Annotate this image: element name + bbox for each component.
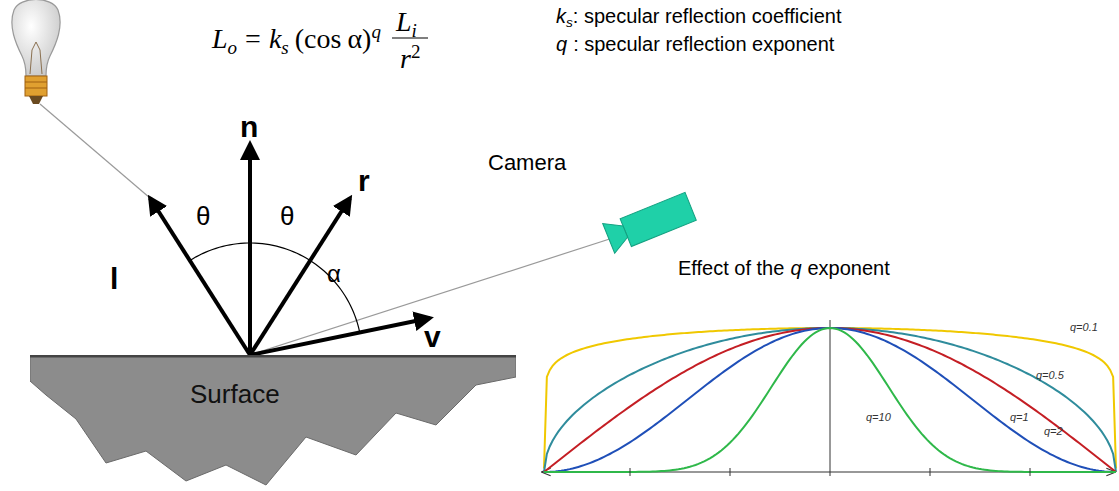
legend-text-group: ks: specular reflection coefficient bbox=[556, 6, 841, 30]
chart-title: exponent bbox=[808, 257, 890, 279]
vector-label: r bbox=[358, 164, 370, 197]
legend-text: s bbox=[566, 15, 573, 30]
curve-label: q=0.5 bbox=[1036, 369, 1064, 381]
legend-text: : specular reflection coefficient bbox=[573, 5, 842, 27]
vector-label-group: l bbox=[110, 264, 118, 294]
angle-label: θ bbox=[196, 201, 210, 231]
vector-arrows bbox=[150, 144, 430, 355]
formula: L bbox=[212, 23, 228, 54]
curve-label: q=10 bbox=[866, 411, 891, 423]
surface-edge bbox=[30, 355, 516, 358]
chart-title: Effect of the bbox=[678, 257, 784, 279]
chart-title-group: Effect of the q exponent bbox=[678, 258, 890, 278]
surface-block: Surface bbox=[30, 355, 516, 489]
angle-label-group: θ bbox=[280, 203, 294, 229]
formula: o bbox=[228, 37, 238, 58]
exponent-chart bbox=[542, 320, 1116, 476]
vector-label: n bbox=[240, 110, 258, 143]
vector-label-group: v bbox=[424, 322, 441, 352]
vector-label-group: r bbox=[358, 166, 370, 196]
formula: r bbox=[400, 43, 411, 74]
response-curve bbox=[544, 328, 1116, 472]
formula-group: Li bbox=[396, 8, 417, 40]
curve-label-group: q=1 bbox=[1010, 412, 1029, 423]
light-bulb bbox=[12, 0, 60, 104]
fraction-bar bbox=[392, 37, 428, 38]
surface-shape bbox=[30, 355, 516, 489]
vector-label-group: n bbox=[240, 112, 258, 142]
angle-label-group: α bbox=[327, 262, 341, 286]
response-curve bbox=[544, 328, 1116, 472]
formula: L bbox=[396, 6, 412, 37]
formula: 2 bbox=[411, 41, 421, 62]
formula: s bbox=[281, 37, 288, 58]
formula: i bbox=[412, 20, 417, 41]
formula: k bbox=[269, 23, 281, 54]
angle-label: α bbox=[327, 260, 341, 287]
axis-tick bbox=[630, 468, 631, 476]
camera-label: Camera bbox=[488, 150, 566, 175]
formula: (cos bbox=[295, 23, 342, 54]
legend-text: : specular reflection exponent bbox=[573, 33, 834, 55]
curve-label: q=1 bbox=[1010, 411, 1029, 423]
curve-label-group: q=0.5 bbox=[1036, 370, 1064, 381]
response-curve bbox=[544, 328, 1116, 472]
formula: = bbox=[245, 23, 261, 54]
formula: q bbox=[371, 21, 381, 42]
formula-group: Lo = ks (cosα)q bbox=[212, 22, 381, 57]
curve-label-group: q=0.1 bbox=[1070, 322, 1098, 333]
axis-tick bbox=[730, 468, 731, 476]
curve-label: q=2 bbox=[1044, 425, 1063, 437]
camera-icon bbox=[603, 191, 697, 254]
vector-label: v bbox=[424, 320, 441, 353]
curve-label-group: q=2 bbox=[1044, 426, 1063, 437]
surface-fill bbox=[30, 355, 516, 485]
legend-text: k bbox=[556, 5, 566, 27]
axis-tick bbox=[1030, 468, 1031, 476]
legend-text-group: q : specular reflection exponent bbox=[556, 34, 834, 54]
formula: α) bbox=[347, 23, 371, 54]
curve-label-group: q=10 bbox=[866, 412, 891, 423]
vector-label: l bbox=[110, 262, 118, 295]
view-ray bbox=[250, 235, 622, 355]
angle-label: θ bbox=[280, 201, 294, 231]
response-curve bbox=[544, 328, 1116, 472]
angle-label-group: θ bbox=[196, 203, 210, 229]
axis-tick bbox=[930, 468, 931, 476]
formula-group: r2 bbox=[400, 42, 420, 73]
chart-title: q bbox=[790, 257, 801, 279]
curve-label: q=0.1 bbox=[1070, 321, 1098, 333]
camera-label-group: Camera bbox=[488, 152, 566, 174]
light-ray bbox=[40, 104, 150, 198]
surface-label: Surface bbox=[190, 381, 280, 407]
legend-text: q bbox=[556, 33, 567, 55]
response-curve bbox=[544, 328, 1116, 469]
